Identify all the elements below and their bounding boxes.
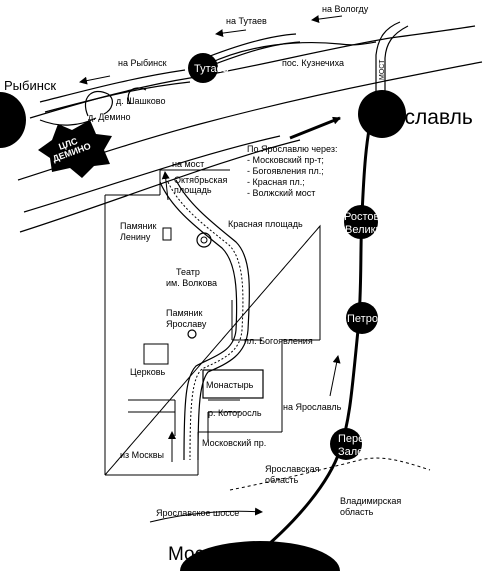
- label-to-yaroslavl: на Ярославль: [283, 402, 342, 412]
- city-pereslavl-marker: [330, 428, 362, 460]
- label-yaroslav-2: Ярославу: [166, 319, 207, 329]
- label-petrovsk: Петровск: [347, 313, 394, 325]
- label-yaroslav-1: Памяник: [166, 308, 203, 318]
- label-moscow: Москва: [168, 544, 233, 565]
- city-moscow-marker: [180, 541, 340, 571]
- label-krasnaya: Красная площадь: [228, 219, 303, 229]
- arrow-north: [329, 355, 341, 397]
- label-yaroslavl-region-1: Ярославская: [265, 464, 320, 474]
- label-yaroslavl-region-2: область: [265, 475, 299, 485]
- highway-approach-roads: [19, 135, 301, 233]
- city-tutaev-marker: [188, 53, 218, 83]
- arrow-rybinsk: [79, 75, 111, 85]
- label-rostov-2: Великий: [345, 224, 388, 236]
- label-church: Церковь: [130, 367, 165, 377]
- label-bridge: МОСТ: [379, 59, 386, 80]
- label-shashkovo: д. Шашково: [116, 96, 165, 106]
- label-lenin-1: Памяник: [120, 221, 157, 231]
- label-to-vologda: на Вологду: [322, 4, 369, 14]
- city-yaroslavl-marker: [358, 90, 406, 138]
- label-pereslavl-2: Залесский: [338, 446, 391, 458]
- label-rybinsk: Рыбинск: [4, 78, 56, 93]
- label-theatre-2: им. Волкова: [166, 278, 217, 288]
- label-theatre-1: Театр: [176, 267, 200, 277]
- label-to-rybinsk: на Рыбинск: [118, 58, 167, 68]
- label-yaroslavl: Ярославль: [366, 106, 473, 129]
- city-petrovsk-marker: [346, 302, 378, 334]
- city-route-item-3: - Красная пл.;: [247, 177, 305, 187]
- label-demino-village: д. Демино: [88, 112, 131, 122]
- label-oktyabrskaya-1: Октябрьская: [174, 175, 228, 185]
- city-rybinsk-marker: [0, 92, 26, 148]
- arrow-highway: [149, 507, 263, 523]
- label-kotorosl: р. Которосль: [208, 408, 262, 418]
- label-oktyabrskaya-2: площадь: [174, 185, 212, 195]
- demino-badge: [38, 120, 112, 178]
- label-bogoyavleniya: пл. Богоявления: [244, 336, 313, 346]
- city-route-item-1: - Московский пр-т;: [247, 155, 324, 165]
- label-tutaev: Тутаев: [194, 63, 229, 75]
- label-rostov-1: Ростов: [344, 211, 380, 223]
- label-pereslavl-1: Переславль: [338, 433, 400, 445]
- label-lenin-2: Ленину: [120, 232, 151, 242]
- highway-m8: [249, 114, 374, 562]
- city-route-item-4: - Волжский мост: [247, 188, 315, 198]
- city-route-title: По Ярославлю через:: [247, 144, 337, 154]
- city-rostov-marker: [344, 205, 378, 239]
- label-kuznechikha: пос. Кузнечиха: [282, 58, 344, 68]
- label-to-bridge: на мост: [172, 159, 204, 169]
- label-monastery: Монастырь: [206, 380, 254, 390]
- arrow-tutaev: [215, 29, 247, 38]
- arrow-vologda: [311, 15, 343, 24]
- label-vladimir-region-1: Владимирская: [340, 496, 401, 506]
- arrow-to-yaroslavl: [289, 116, 341, 140]
- region-border: [229, 457, 431, 491]
- label-moskovsky: Московский пр.: [202, 438, 266, 448]
- label-from-moscow: из Москвы: [120, 450, 164, 460]
- city-route-item-2: - Богоявления пл.;: [247, 166, 324, 176]
- city-plan: [103, 169, 321, 476]
- label-vladimir-region-2: область: [340, 507, 374, 517]
- label-to-tutaev: на Тутаев: [226, 16, 267, 26]
- label-highway: Ярославское шоссе: [156, 508, 239, 518]
